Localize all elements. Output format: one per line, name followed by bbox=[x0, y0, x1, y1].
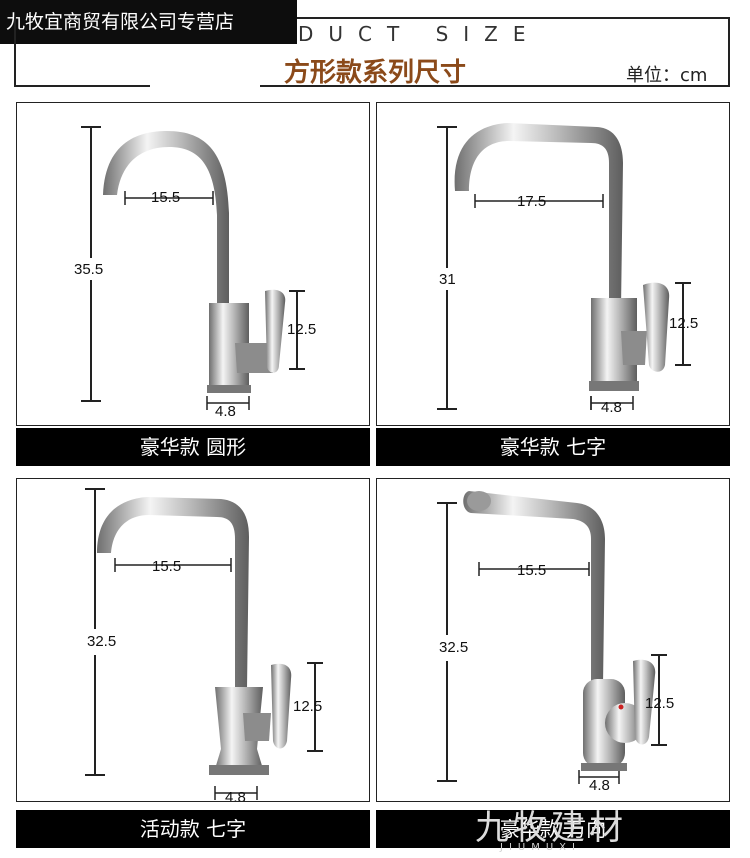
faucet-image-movable bbox=[79, 488, 323, 800]
reach-dimension: 17.5 bbox=[517, 193, 547, 210]
handle-dimension: 12.5 bbox=[287, 321, 317, 338]
product-label-seven: 豪华款 七字 bbox=[376, 428, 730, 466]
height-dimension: 32.5 bbox=[439, 639, 469, 656]
handle-dimension: 12.5 bbox=[293, 698, 323, 715]
reach-dimension: 15.5 bbox=[152, 558, 182, 575]
product-label-universal: 豪华款 万向 bbox=[376, 810, 730, 848]
english-title: DUCT SIZE bbox=[298, 22, 541, 46]
base-dimension: 4.8 bbox=[589, 777, 610, 794]
height-dimension: 35.5 bbox=[74, 261, 104, 278]
base-dimension: 4.8 bbox=[601, 399, 622, 416]
header-frame bbox=[14, 17, 730, 89]
product-panel-universal: 32.5 15.5 12.5 4.8 bbox=[376, 478, 730, 802]
handle-dimension: 12.5 bbox=[669, 315, 699, 332]
handle-dimension: 12.5 bbox=[645, 695, 675, 712]
watermark-logo: 九牧建材 bbox=[475, 808, 627, 848]
base-dimension: 4.8 bbox=[215, 403, 236, 420]
watermark-subtext: JIUMUXI bbox=[500, 842, 581, 853]
reach-dimension: 15.5 bbox=[517, 562, 547, 579]
base-dimension: 4.8 bbox=[225, 789, 246, 802]
height-dimension: 32.5 bbox=[87, 633, 117, 650]
faucet-image-round bbox=[77, 126, 305, 410]
unit-label: 单位：cm bbox=[626, 65, 708, 86]
faucet-image-seven bbox=[433, 123, 691, 410]
height-dimension: 31 bbox=[439, 271, 456, 288]
reach-dimension: 15.5 bbox=[151, 189, 181, 206]
product-panel-round: 35.5 15.5 12.5 4.8 bbox=[16, 102, 370, 426]
faucet-image-universal bbox=[433, 491, 667, 784]
product-panel-seven: 31 17.5 12.5 4.8 bbox=[376, 102, 730, 426]
product-label-round: 豪华款 圆形 bbox=[16, 428, 370, 466]
product-label-movable: 活动款 七字 bbox=[16, 810, 370, 848]
product-panel-movable: 32.5 15.5 12.5 4.8 bbox=[16, 478, 370, 802]
store-name-badge: 九牧宜商贸有限公司专营店 bbox=[0, 0, 297, 44]
page-title: 方形款系列尺寸 bbox=[283, 58, 466, 88]
